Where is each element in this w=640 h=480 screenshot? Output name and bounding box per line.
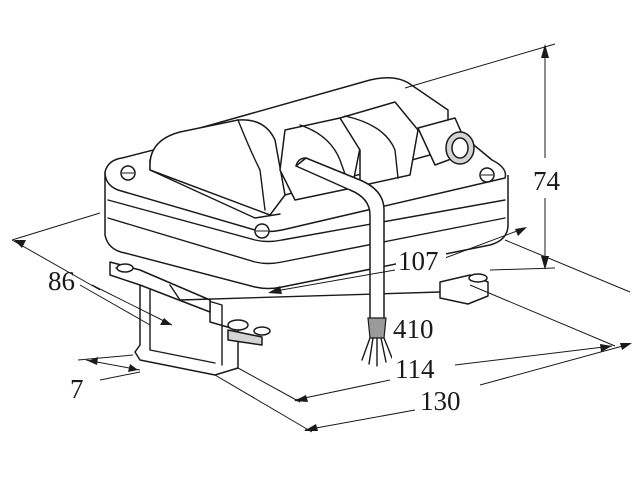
height-label: 74 <box>533 166 561 196</box>
air-outlet-nozzle <box>417 117 475 166</box>
cable-label: 410 <box>393 314 434 344</box>
mounting-bracket <box>109 261 489 376</box>
dimension-cable: 410 <box>393 314 434 344</box>
bracket-label: 7 <box>70 374 84 404</box>
depth-label: 86 <box>48 266 75 296</box>
overall-width-label: 130 <box>420 386 461 416</box>
dimension-height: 74 <box>404 43 566 271</box>
dimension-overall-width: 130 <box>214 239 632 433</box>
power-cable <box>295 157 393 367</box>
dimension-depth: 86 <box>11 212 173 326</box>
dimension-bracket: 7 <box>70 354 141 404</box>
mount-width-label: 114 <box>395 354 435 384</box>
dimension-mount-width: 114 <box>237 284 616 403</box>
dimension-inner-width: 107 <box>268 227 527 294</box>
inner-width-label: 107 <box>398 246 439 276</box>
